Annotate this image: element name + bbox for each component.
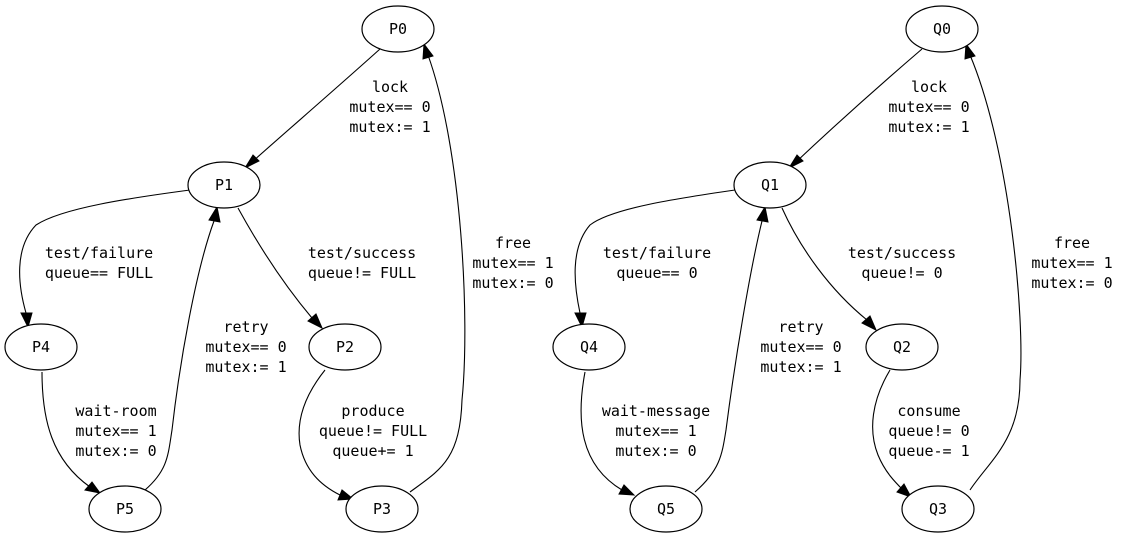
node-q2: Q2 bbox=[865, 323, 939, 371]
label-line: queue+= 1 bbox=[332, 442, 413, 460]
edge-q1-q4 bbox=[574, 189, 736, 329]
label-line: queue-= 1 bbox=[888, 442, 969, 460]
label-line: mutex== 0 bbox=[349, 98, 430, 116]
producer-graph: lock mutex== 0 mutex:= 1 test/failure qu… bbox=[4, 5, 554, 533]
node-p2: P2 bbox=[308, 323, 382, 371]
label-line: mutex:= 0 bbox=[615, 442, 696, 460]
label-line: mutex== 0 bbox=[205, 338, 286, 356]
edge-q3-q0 bbox=[964, 42, 1022, 491]
label-q0-q1: lock mutex== 0 mutex:= 1 bbox=[888, 78, 969, 136]
edge-q1-q2 bbox=[781, 207, 877, 332]
node-p5: P5 bbox=[88, 485, 162, 533]
label-q2-q3: consume queue!= 0 queue-= 1 bbox=[888, 402, 969, 460]
node-p3: P3 bbox=[345, 485, 419, 533]
label-line: produce bbox=[341, 402, 404, 420]
label-line: test/failure bbox=[45, 244, 153, 262]
label-line: queue!= FULL bbox=[308, 264, 416, 282]
node-label: P1 bbox=[215, 176, 233, 194]
label-line: mutex:= 0 bbox=[1031, 274, 1112, 292]
node-label: Q4 bbox=[580, 338, 598, 356]
label-line: queue!= 0 bbox=[888, 422, 969, 440]
label-line: mutex:= 1 bbox=[205, 358, 286, 376]
edge-q0-q1 bbox=[787, 48, 923, 170]
node-q5: Q5 bbox=[629, 485, 703, 533]
node-q1: Q1 bbox=[733, 161, 807, 209]
label-line: mutex:= 1 bbox=[760, 358, 841, 376]
label-line: consume bbox=[897, 402, 960, 420]
label-line: wait-room bbox=[75, 402, 156, 420]
label-q3-q0: free mutex== 1 mutex:= 0 bbox=[1031, 234, 1112, 292]
label-line: queue!= FULL bbox=[319, 422, 427, 440]
label-line: test/failure bbox=[603, 244, 711, 262]
node-p0: P0 bbox=[361, 5, 435, 53]
label-q1-q4: test/failure queue== 0 bbox=[603, 244, 711, 282]
label-line: mutex:= 1 bbox=[888, 118, 969, 136]
node-p4: P4 bbox=[4, 323, 78, 371]
node-label: P3 bbox=[373, 500, 391, 518]
edge-p3-p0 bbox=[409, 42, 466, 493]
label-line: mutex:= 1 bbox=[349, 118, 430, 136]
label-q4-q5: wait-message mutex== 1 mutex:= 0 bbox=[602, 402, 710, 460]
node-label: Q2 bbox=[893, 338, 911, 356]
label-line: mutex:= 0 bbox=[472, 274, 553, 292]
label-line: mutex== 1 bbox=[615, 422, 696, 440]
label-p1-p4: test/failure queue== FULL bbox=[45, 244, 153, 282]
node-q4: Q4 bbox=[552, 323, 626, 371]
label-line: mutex== 1 bbox=[472, 254, 553, 272]
label-p4-p5: wait-room mutex== 1 mutex:= 0 bbox=[75, 402, 156, 460]
label-line: free bbox=[495, 234, 531, 252]
node-label: P5 bbox=[116, 500, 134, 518]
label-p0-p1: lock mutex== 0 mutex:= 1 bbox=[349, 78, 430, 136]
label-line: mutex== 1 bbox=[75, 422, 156, 440]
node-label: P0 bbox=[389, 20, 407, 38]
node-label: Q0 bbox=[933, 20, 951, 38]
label-line: test/success bbox=[848, 244, 956, 262]
label-line: mutex== 0 bbox=[760, 338, 841, 356]
label-line: retry bbox=[778, 318, 823, 336]
label-line: free bbox=[1054, 234, 1090, 252]
edge-p2-p3 bbox=[298, 369, 355, 501]
edge-p4-p5 bbox=[41, 371, 102, 494]
label-line: wait-message bbox=[602, 402, 710, 420]
edge-q5-q1 bbox=[694, 205, 769, 493]
node-p1: P1 bbox=[187, 161, 261, 209]
edge-p0-p1 bbox=[243, 48, 381, 170]
node-q3: Q3 bbox=[901, 485, 975, 533]
label-q5-q1: retry mutex== 0 mutex:= 1 bbox=[760, 318, 841, 376]
label-line: lock bbox=[372, 78, 408, 96]
label-line: mutex:= 0 bbox=[75, 442, 156, 460]
node-label: Q1 bbox=[761, 176, 779, 194]
label-line: test/success bbox=[308, 244, 416, 262]
label-p1-p2: test/success queue!= FULL bbox=[308, 244, 416, 282]
label-p5-p1: retry mutex== 0 mutex:= 1 bbox=[205, 318, 286, 376]
edge-q4-q5 bbox=[580, 371, 636, 496]
label-p2-p3: produce queue!= FULL queue+= 1 bbox=[319, 402, 427, 460]
edge-p5-p1 bbox=[144, 205, 221, 491]
node-label: P2 bbox=[336, 338, 354, 356]
label-q1-q2: test/success queue!= 0 bbox=[848, 244, 956, 282]
consumer-graph: lock mutex== 0 mutex:= 1 test/failure qu… bbox=[552, 5, 1113, 533]
label-line: lock bbox=[911, 78, 947, 96]
label-line: queue== 0 bbox=[616, 264, 697, 282]
edge-p1-p4 bbox=[19, 189, 191, 329]
label-line: mutex== 0 bbox=[888, 98, 969, 116]
label-line: queue!= 0 bbox=[861, 264, 942, 282]
node-q0: Q0 bbox=[905, 5, 979, 53]
node-label: Q5 bbox=[657, 500, 675, 518]
edge-q2-q3 bbox=[872, 369, 913, 498]
node-label: P4 bbox=[32, 338, 50, 356]
label-p3-p0: free mutex== 1 mutex:= 0 bbox=[472, 234, 553, 292]
label-line: mutex== 1 bbox=[1031, 254, 1112, 272]
label-line: retry bbox=[223, 318, 268, 336]
edge-p1-p2 bbox=[237, 207, 323, 330]
node-label: Q3 bbox=[929, 500, 947, 518]
label-line: queue== FULL bbox=[45, 264, 153, 282]
